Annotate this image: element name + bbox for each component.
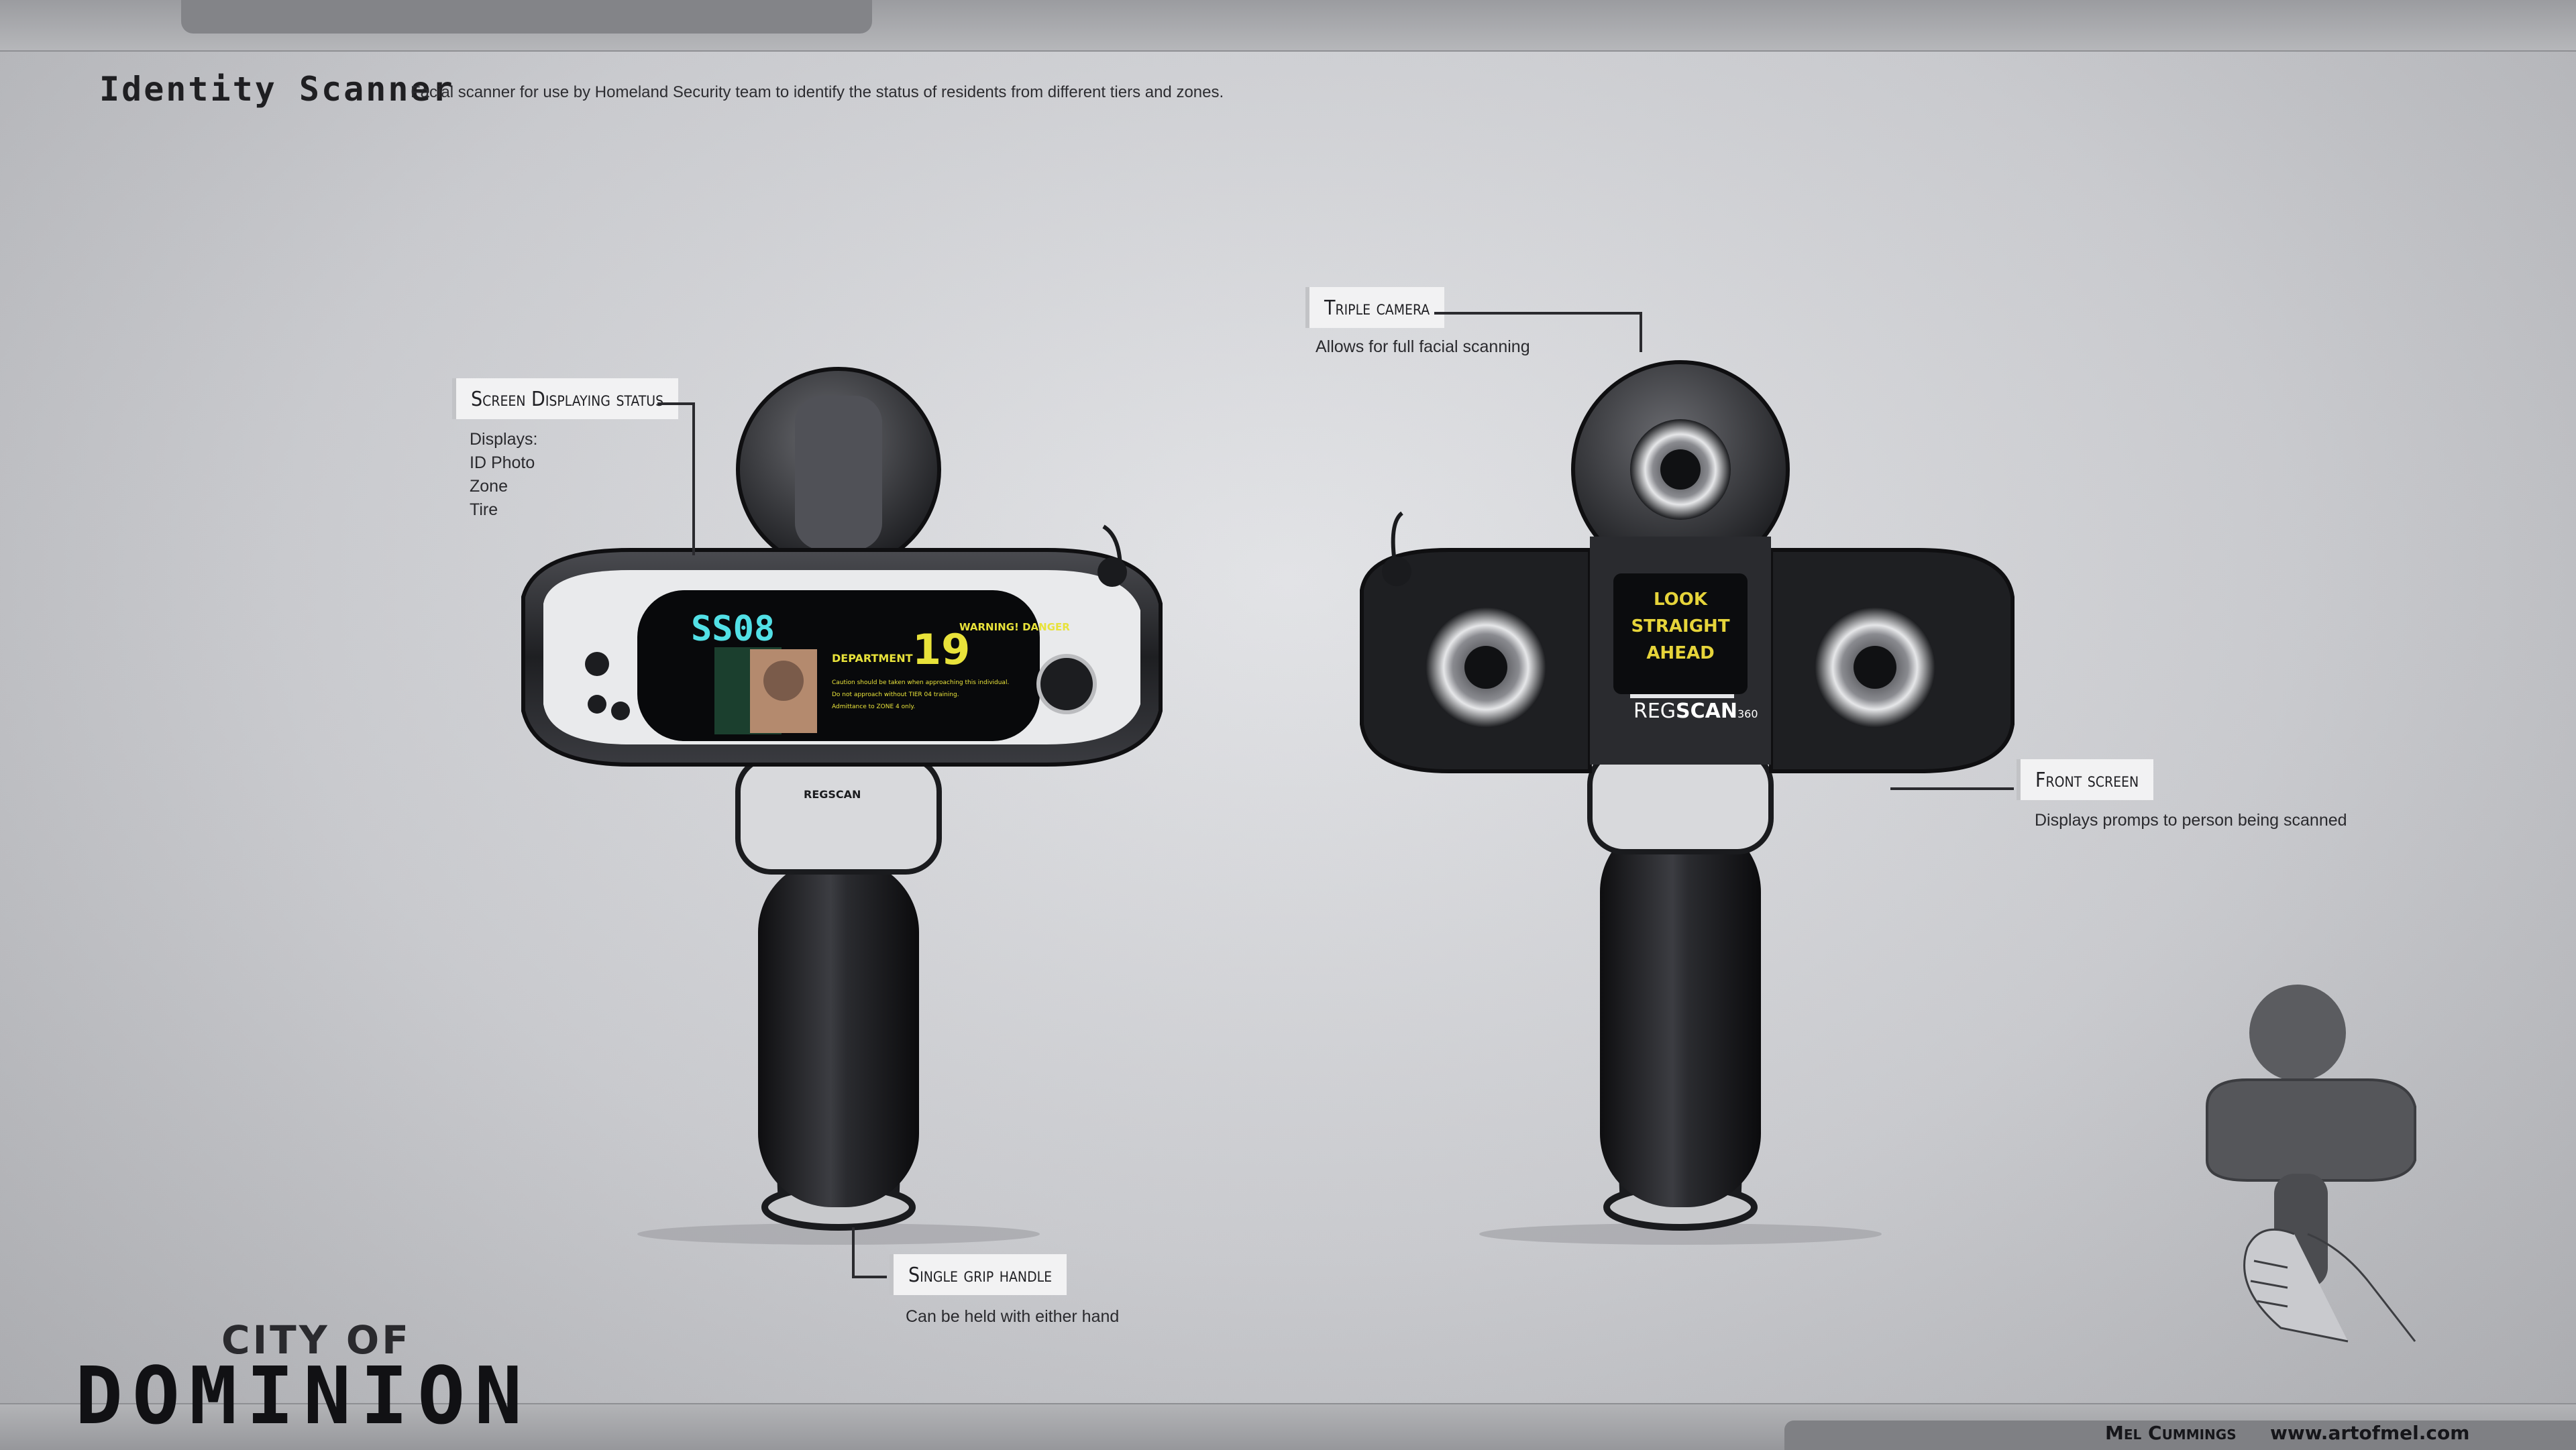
callout-camera-leader-h	[1434, 312, 1642, 315]
bottom-frame	[0, 1403, 2576, 1450]
bottom-frame-tab	[1784, 1420, 2576, 1450]
front-display-line-1: LOOK	[1654, 590, 1708, 610]
screen-warning: WARNING! DANGER	[959, 621, 1070, 633]
callout-screen-line-4: Tire	[470, 500, 498, 519]
callout-screen-label: Screen Displaying status	[452, 378, 679, 419]
callout-grip-leader-v	[852, 1227, 855, 1278]
brand-line-2: DOMINION	[75, 1349, 532, 1442]
callout-camera-text: Allows for full facial scanning	[1316, 337, 1530, 356]
grip-brand-reg: REG	[804, 788, 828, 801]
screen-department: DEPARTMENT	[832, 652, 913, 665]
page-subtitle: Facial scanner for use by Homeland Secur…	[411, 83, 1224, 101]
front-display	[1613, 573, 1748, 694]
screen-code: SS08	[691, 609, 775, 649]
callout-screen-line-2: ID Photo	[470, 453, 535, 472]
callout-grip-text: Can be held with either hand	[906, 1307, 1120, 1326]
credit-url: www.artofmel.com	[2270, 1422, 2470, 1444]
callout-screen-text: Displays: ID Photo Zone Tire	[470, 428, 537, 522]
page-title: Identity Scanner	[99, 70, 455, 109]
callout-grip-leader-h	[852, 1276, 887, 1278]
screen-caution-1: Caution should be taken when approaching…	[832, 679, 1009, 686]
top-frame	[0, 0, 2576, 52]
callout-camera-label: Triple camera	[1305, 287, 1445, 328]
front-display-line-2: STRAIGHT	[1631, 616, 1729, 636]
front-brand-scan: SCAN	[1676, 700, 1737, 723]
front-brand-suffix: 360	[1737, 708, 1758, 720]
callout-screen-line-3: Zone	[470, 477, 508, 496]
front-brand-reg: REG	[1633, 700, 1676, 723]
credit-artist: Mel Cummings	[2105, 1422, 2237, 1444]
top-frame-tab	[181, 0, 872, 34]
screen-caution-3: Admittance to ZONE 4 only.	[832, 704, 915, 710]
screen-caution-2: Do not approach without TIER 04 training…	[832, 691, 959, 698]
svg-text:REGSCAN: REGSCAN	[804, 788, 861, 801]
callout-grip-label: Single grip handle	[890, 1254, 1067, 1295]
callout-front-screen-text: Displays promps to person being scanned	[2035, 811, 2347, 830]
brand-line-1: CITY OF	[221, 1317, 411, 1363]
grip-brand-scan: SCAN	[828, 788, 861, 801]
hand-sketch	[2206, 985, 2416, 1343]
callout-camera-leader-v	[1640, 312, 1642, 352]
screen-number: 19	[912, 625, 970, 674]
scanner-back-view: SS08 DEPARTMENT 19 WARNING! DANGER Cauti…	[521, 367, 1163, 1245]
callout-front-screen-label: Front screen	[2017, 759, 2154, 800]
callout-screen-leader-h	[657, 402, 695, 405]
scanner-front-view: LOOK STRAIGHT AHEAD REGSCAN360	[1360, 360, 2015, 1245]
callout-screen-line-1: Displays:	[470, 430, 538, 449]
callout-screen-leader-v	[692, 402, 695, 555]
front-display-line-3: AHEAD	[1646, 643, 1714, 663]
svg-text:REGSCAN360: REGSCAN360	[1633, 700, 1758, 723]
callout-front-screen-leader	[1890, 787, 2014, 790]
